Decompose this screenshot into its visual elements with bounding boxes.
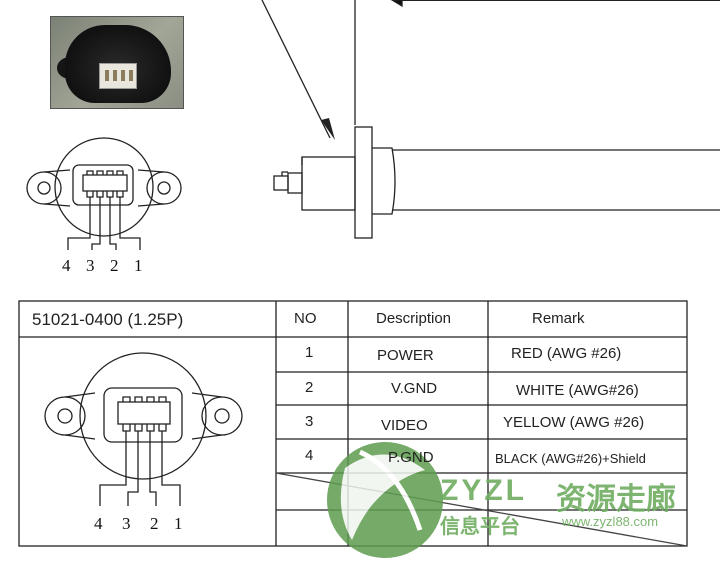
photo-plug [99,63,137,89]
connector-face-top [26,137,182,237]
row-4-no: 4 [305,447,314,464]
pin-leaders-top [67,197,141,250]
header-remark: Remark [532,310,585,327]
watermark-chinese-main: 资源走廊 [556,482,676,517]
pin-label-top-3: 3 [86,256,95,275]
connector-face-bottom [44,352,243,480]
pin-label-bottom-3: 3 [122,514,131,533]
connector-photo [50,16,184,109]
watermark-url: www.zyzl88.com [562,514,659,529]
watermark-brand: ZYZL [440,474,527,507]
row-1-description: POWER [377,347,434,364]
row-4-description: P.GND [388,449,434,466]
pin-label-bottom-1: 1 [174,514,183,533]
row-2-description: V.GND [391,380,438,397]
row-3-remark: YELLOW (AWG #26) [503,414,645,431]
pin-leaders-bottom [99,431,181,506]
part-number: 51021-0400 (1.25P) [32,310,184,329]
row-2-no: 2 [305,379,314,396]
watermark-logo [327,442,443,558]
pin-label-top-2: 2 [110,256,119,275]
arrow-head [321,118,335,140]
row-4-remark: BLACK (AWG#26)+Shield [495,451,646,466]
spec-table-frame [18,300,688,547]
pin-label-bottom-4: 4 [94,514,103,533]
connector-profile [261,0,720,239]
pin-label-bottom-2: 2 [150,514,159,533]
header-no: NO [294,310,317,327]
row-3-no: 3 [305,413,314,430]
pin-label-top-1: 1 [134,256,143,275]
row-1-no: 1 [305,344,314,361]
watermark-chinese-sub: 信息平台 [440,514,520,538]
header-description: Description [376,310,452,327]
row-2-remark: WHITE (AWG#26) [516,382,639,399]
pin-label-top-4: 4 [62,256,71,275]
row-1-remark: RED (AWG #26) [511,345,622,362]
row-3-description: VIDEO [381,417,428,434]
